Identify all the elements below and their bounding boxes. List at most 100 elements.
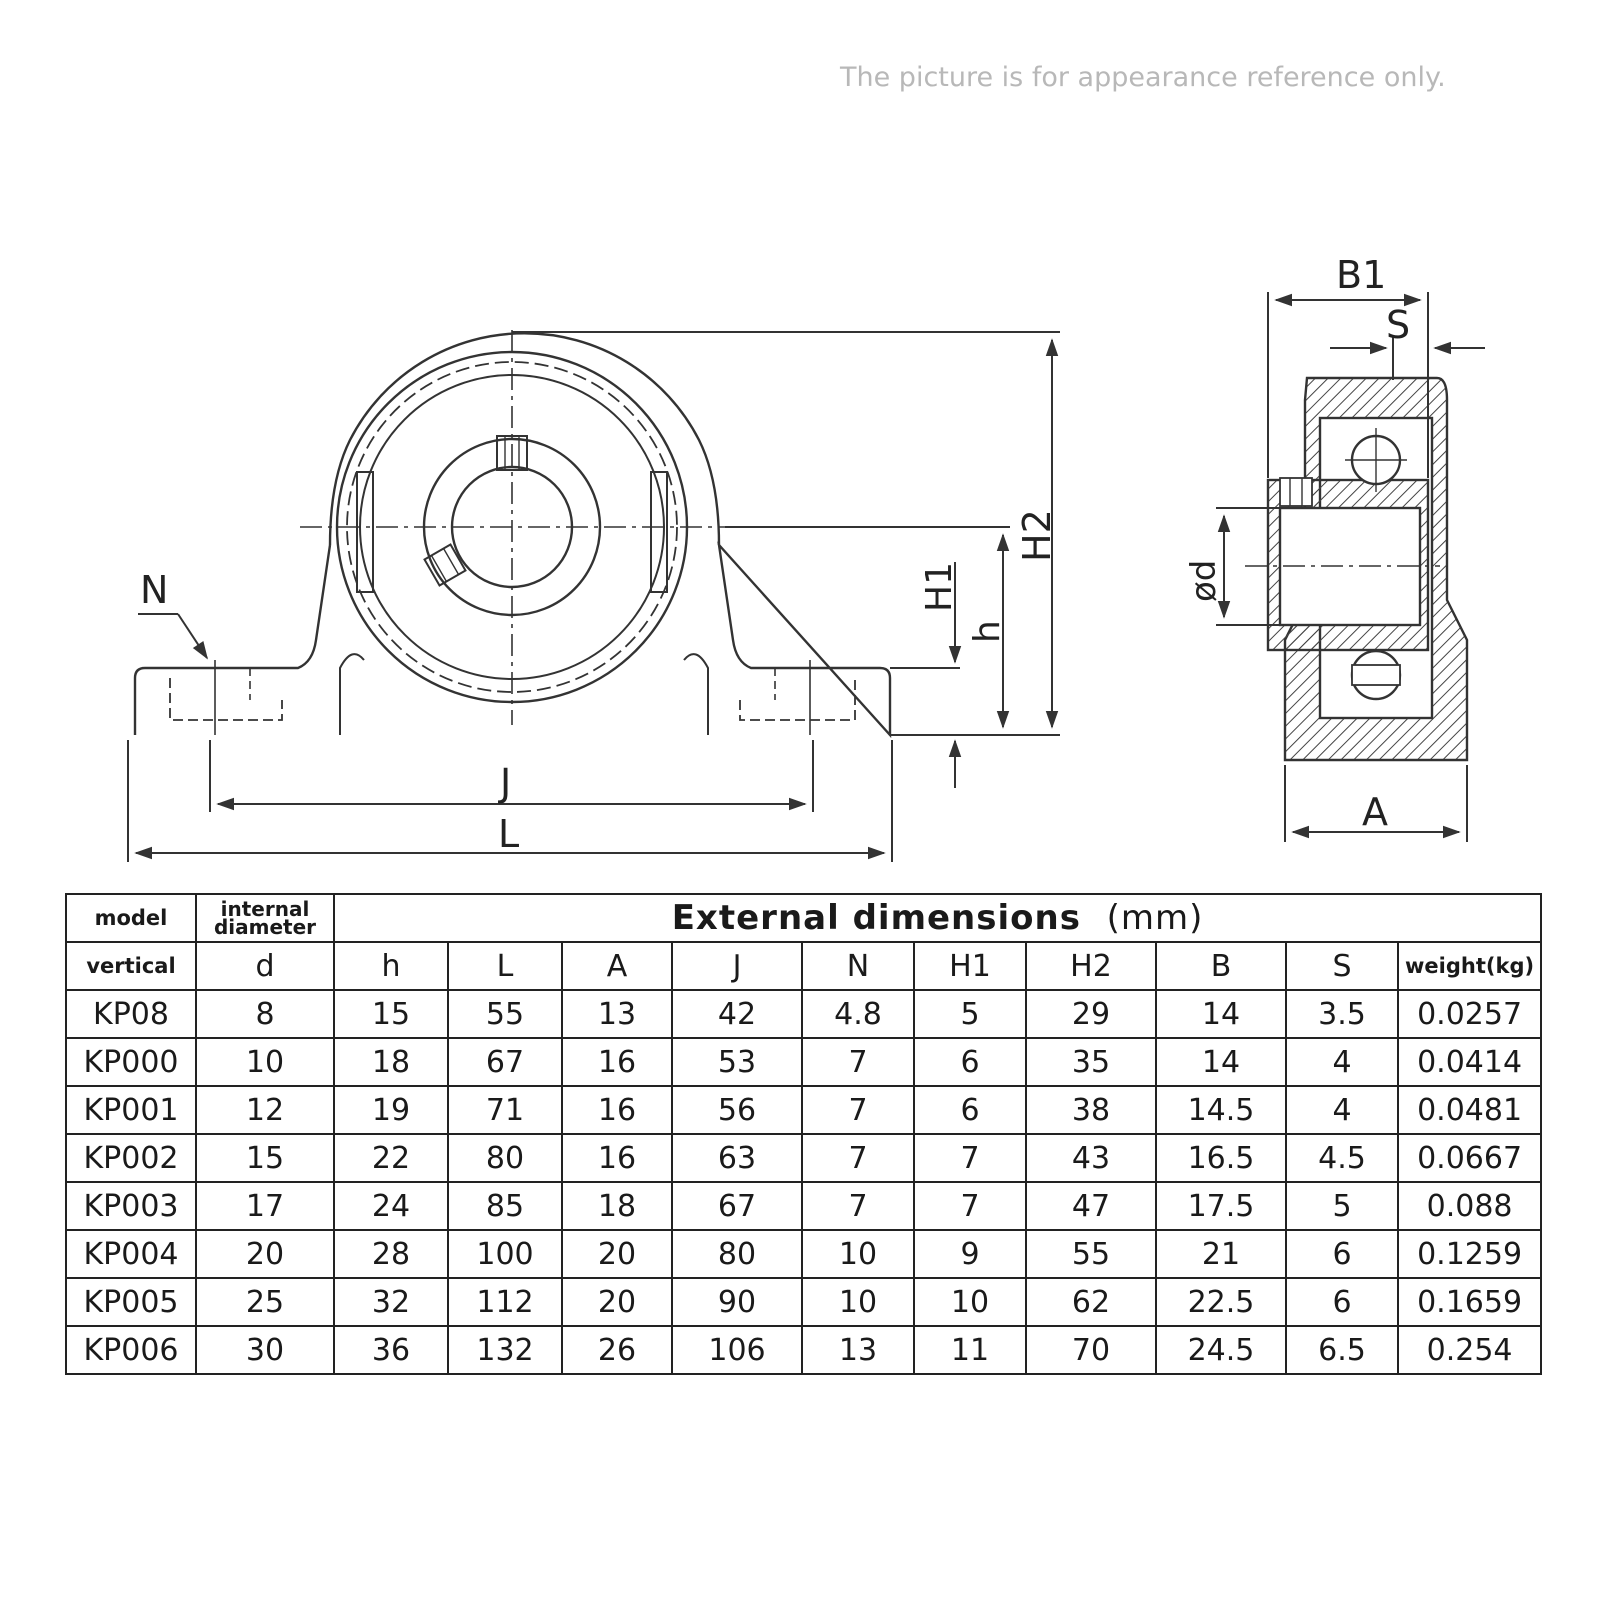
side-dimensions: [1216, 292, 1485, 842]
base-plate: [133, 541, 892, 739]
value-cell: 11: [913, 1325, 1027, 1375]
header-col-L: L: [447, 941, 563, 991]
header-col-N: N: [801, 941, 915, 991]
value-cell: 85: [447, 1181, 563, 1231]
front-dimensions: [127, 331, 1060, 862]
weight-cell: 0.0667: [1396, 1133, 1543, 1183]
label-H1: H1: [919, 562, 960, 612]
value-cell: 15: [195, 1133, 335, 1183]
value-cell: 30: [195, 1325, 335, 1375]
header-external-dimensions: External dimensions (mm): [332, 893, 1543, 943]
value-cell: 22: [333, 1133, 449, 1183]
header-model: model: [65, 893, 197, 943]
value-cell: 80: [447, 1133, 563, 1183]
header-col-A: A: [561, 941, 673, 991]
header-vertical: vertical: [65, 941, 197, 991]
value-cell: 56: [671, 1085, 803, 1135]
value-cell: 16.5: [1155, 1133, 1287, 1183]
value-cell: 8: [195, 989, 335, 1039]
value-cell: 10: [913, 1277, 1027, 1327]
value-cell: 20: [561, 1277, 673, 1327]
value-cell: 7: [913, 1181, 1027, 1231]
weight-cell: 0.254: [1396, 1325, 1543, 1375]
value-cell: 24: [333, 1181, 449, 1231]
value-cell: 21: [1155, 1229, 1287, 1279]
label-A: A: [1362, 790, 1388, 834]
value-cell: 47: [1025, 1181, 1157, 1231]
value-cell: 4: [1285, 1037, 1399, 1087]
value-cell: 20: [195, 1229, 335, 1279]
label-L: L: [498, 812, 519, 856]
value-cell: 10: [801, 1277, 915, 1327]
header-col-h: h: [333, 941, 449, 991]
value-cell: 112: [447, 1277, 563, 1327]
value-cell: 90: [671, 1277, 803, 1327]
model-cell: KP08: [65, 989, 197, 1039]
value-cell: 14.5: [1155, 1085, 1287, 1135]
value-cell: 4.8: [801, 989, 915, 1039]
value-cell: 29: [1025, 989, 1157, 1039]
label-J: J: [498, 761, 511, 805]
value-cell: 3.5: [1285, 989, 1399, 1039]
value-cell: 6: [1285, 1277, 1399, 1327]
value-cell: 10: [195, 1037, 335, 1087]
model-cell: KP004: [65, 1229, 197, 1279]
value-cell: 80: [671, 1229, 803, 1279]
value-cell: 71: [447, 1085, 563, 1135]
value-cell: 4: [1285, 1085, 1399, 1135]
front-view: [133, 330, 892, 739]
model-cell: KP003: [65, 1181, 197, 1231]
header-internal-diameter: internal diameter: [195, 893, 335, 943]
weight-cell: 0.1259: [1396, 1229, 1543, 1279]
value-cell: 6.5: [1285, 1325, 1399, 1375]
model-cell: KP005: [65, 1277, 197, 1327]
value-cell: 35: [1025, 1037, 1157, 1087]
value-cell: 26: [561, 1325, 673, 1375]
value-cell: 13: [801, 1325, 915, 1375]
value-cell: 6: [913, 1037, 1027, 1087]
value-cell: 22.5: [1155, 1277, 1287, 1327]
set-screw-side: [423, 543, 467, 587]
value-cell: 4.5: [1285, 1133, 1399, 1183]
bearing-drawing: N J L H1 h H2: [127, 253, 1485, 862]
value-cell: 42: [671, 989, 803, 1039]
value-cell: 12: [195, 1085, 335, 1135]
value-cell: 25: [195, 1277, 335, 1327]
value-cell: 17: [195, 1181, 335, 1231]
value-cell: 17.5: [1155, 1181, 1287, 1231]
value-cell: 36: [333, 1325, 449, 1375]
header-col-d: d: [195, 941, 335, 991]
value-cell: 15: [333, 989, 449, 1039]
weight-cell: 0.1659: [1396, 1277, 1543, 1327]
header-weight: weight(kg): [1396, 941, 1543, 991]
value-cell: 13: [561, 989, 673, 1039]
model-cell: KP002: [65, 1133, 197, 1183]
value-cell: 63: [671, 1133, 803, 1183]
label-B1: B1: [1336, 253, 1386, 297]
value-cell: 16: [561, 1085, 673, 1135]
value-cell: 14: [1155, 989, 1287, 1039]
header-col-B: B: [1155, 941, 1287, 991]
weight-cell: 0.0414: [1396, 1037, 1543, 1087]
header-col-H2: H2: [1025, 941, 1157, 991]
value-cell: 62: [1025, 1277, 1157, 1327]
value-cell: 67: [671, 1181, 803, 1231]
label-d: ød: [1184, 560, 1224, 602]
value-cell: 106: [671, 1325, 803, 1375]
value-cell: 7: [801, 1181, 915, 1231]
value-cell: 18: [333, 1037, 449, 1087]
value-cell: 5: [913, 989, 1027, 1039]
label-S: S: [1386, 303, 1410, 347]
value-cell: 55: [1025, 1229, 1157, 1279]
value-cell: 18: [561, 1181, 673, 1231]
value-cell: 43: [1025, 1133, 1157, 1183]
value-cell: 20: [561, 1229, 673, 1279]
value-cell: 6: [1285, 1229, 1399, 1279]
value-cell: 70: [1025, 1325, 1157, 1375]
